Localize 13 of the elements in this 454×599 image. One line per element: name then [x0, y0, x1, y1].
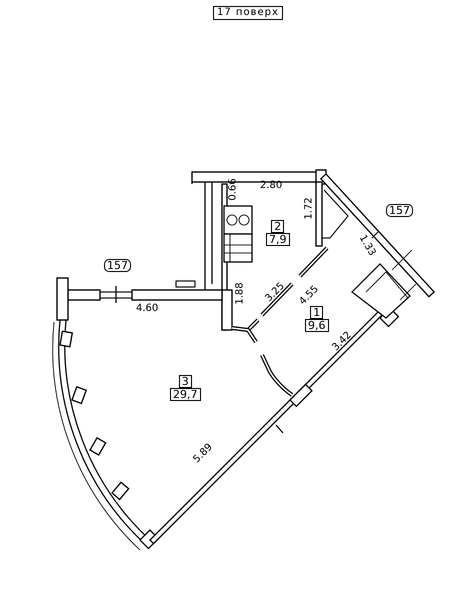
floor-title: 17 поверх — [213, 6, 283, 20]
room-area: 29,7 — [170, 388, 200, 401]
room-number: 2 — [271, 220, 284, 233]
dimension-label: 1.72 — [304, 197, 315, 220]
dimension-label: 4.60 — [136, 303, 158, 314]
room-number: 1 — [310, 306, 324, 319]
tag-label: 157 — [104, 259, 131, 272]
room-number: 3 — [178, 375, 192, 388]
tag-label: 157 — [386, 204, 413, 217]
dimension-label: 0.66 — [228, 178, 239, 201]
room-area: 9,6 — [305, 319, 328, 332]
room-area: 7,9 — [266, 233, 290, 246]
dimension-label: 1.88 — [234, 282, 246, 305]
